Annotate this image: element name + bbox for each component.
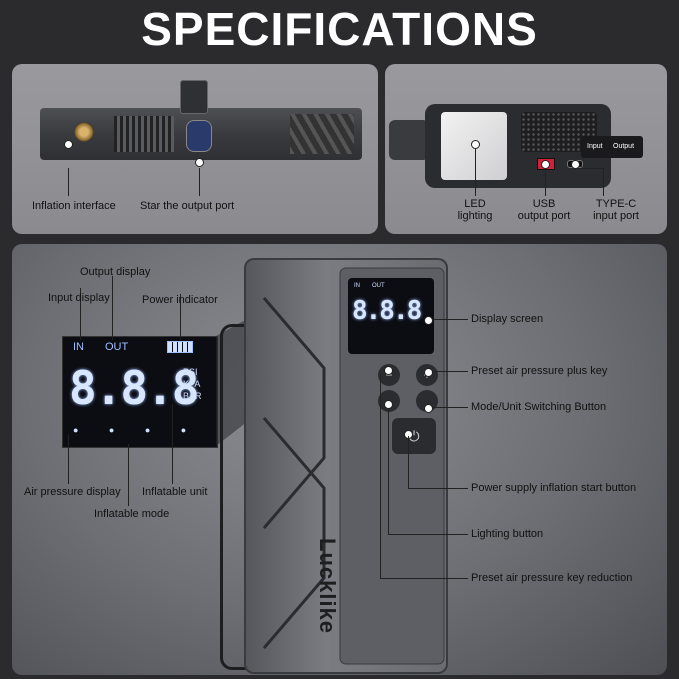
battery-icon bbox=[167, 341, 193, 353]
label-typec: TYPE-C input port bbox=[593, 198, 639, 222]
mode-icons: ● ● ● ● bbox=[73, 425, 201, 435]
callout-reduction-key: Preset air pressure key reduction bbox=[471, 572, 633, 584]
callout-air-pressure-display: Air pressure display bbox=[24, 486, 121, 498]
air-hose bbox=[220, 324, 247, 670]
callout-lighting-button: Lighting button bbox=[471, 528, 544, 540]
device-side-body bbox=[40, 108, 362, 160]
lcd-unit-kpa: KPA bbox=[183, 379, 201, 389]
lcd-unit-bar: BAR bbox=[183, 391, 202, 401]
panel-side-view: Inflation interface Star the output port bbox=[12, 64, 378, 234]
callout-power-indicator: Power indicator bbox=[142, 294, 218, 306]
minus-key[interactable]: − bbox=[378, 364, 400, 386]
lcd-unit-psi: PSI bbox=[183, 367, 198, 377]
port-tag-output: Output bbox=[613, 143, 635, 150]
port-tag: Input Output bbox=[581, 136, 643, 158]
callout-output-display: Output display bbox=[80, 266, 151, 278]
panel-main: IN OUT 8.8.8 PSI KPA BAR ● ● ● ● Output … bbox=[12, 244, 667, 675]
page-title: SPECIFICATIONS bbox=[141, 3, 538, 55]
callout-plus-key: Preset air pressure plus key bbox=[471, 365, 608, 377]
callout-power-start: Power supply inflation start button bbox=[471, 482, 637, 494]
brand-logo: Lucklike bbox=[315, 538, 340, 635]
lcd-out: OUT bbox=[105, 341, 129, 353]
device-lcd-out: OUT bbox=[372, 283, 385, 289]
label-output-port: Star the output port bbox=[140, 200, 235, 212]
panel-front-view: Input Output LED lighting USB output por… bbox=[385, 64, 667, 234]
callout-mode-button: Mode/Unit Switching Button bbox=[471, 401, 607, 413]
output-port bbox=[186, 120, 212, 152]
callout-input-display: Input display bbox=[48, 292, 110, 304]
label-led: LED lighting bbox=[457, 198, 493, 222]
callout-inflatable-unit: Inflatable unit bbox=[142, 486, 208, 498]
inflation-nozzle bbox=[74, 122, 94, 142]
lcd-magnified: IN OUT 8.8.8 PSI KPA BAR ● ● ● ● bbox=[62, 336, 218, 448]
lcd-in: IN bbox=[73, 341, 84, 353]
device-body: IN OUT 8.8.8 − + ⏻ Lucklike bbox=[244, 258, 448, 674]
power-start-button[interactable]: ⏻ bbox=[392, 418, 436, 454]
callout-inflatable-mode: Inflatable mode bbox=[94, 508, 170, 520]
device-lcd-in: IN bbox=[354, 283, 360, 289]
label-inflation-interface: Inflation interface bbox=[32, 200, 116, 212]
callout-display-screen: Display screen bbox=[471, 313, 544, 325]
device-screen: IN OUT 8.8.8 bbox=[348, 278, 434, 354]
vent-grille bbox=[114, 116, 174, 152]
lcd-digits: 8.8.8 bbox=[69, 361, 199, 415]
port-cover bbox=[180, 80, 208, 114]
label-usb: USB output port bbox=[517, 198, 571, 222]
device-lcd-digits: 8.8.8 bbox=[352, 296, 422, 326]
port-tag-input: Input bbox=[587, 143, 603, 150]
strap bbox=[389, 120, 429, 160]
chevron-pattern bbox=[290, 114, 354, 154]
